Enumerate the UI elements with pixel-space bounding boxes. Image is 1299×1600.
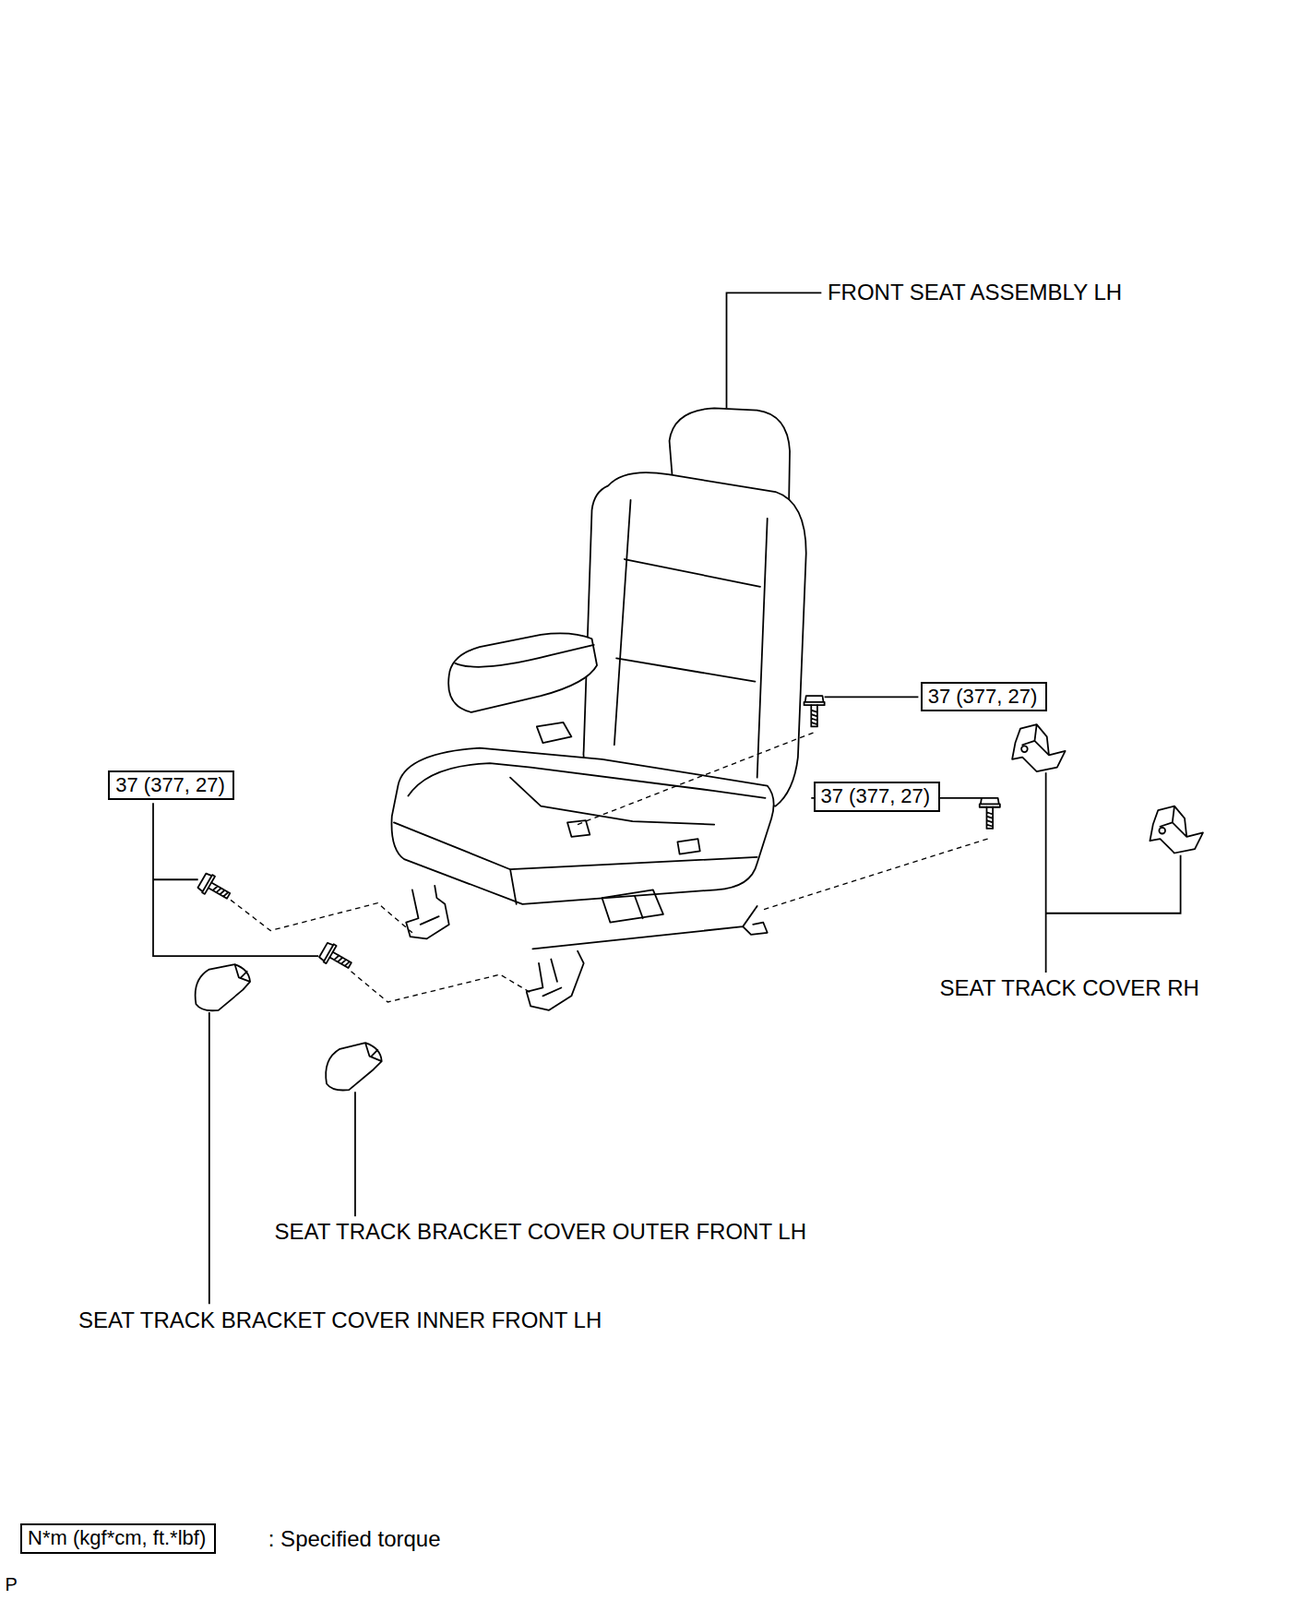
unit-legend-box: N*m (kgf*cm, ft.*lbf) — [20, 1523, 216, 1553]
power-seat-switch — [602, 889, 664, 922]
outer-bracket-cover — [325, 1042, 382, 1090]
seat-frame — [532, 905, 767, 949]
part-name: FRONT SEAT ASSEMBLY LH — [826, 279, 1123, 307]
seatback — [583, 472, 806, 807]
part-name: SEAT TRACK BRACKET COVER OUTER FRONT LH — [273, 1218, 808, 1246]
cushion-seam — [407, 762, 765, 824]
front-track-bracket — [405, 885, 449, 940]
page-code: P — [3, 1573, 18, 1596]
cover-hole — [1021, 745, 1028, 752]
leader-line — [824, 695, 919, 698]
bolt — [196, 871, 234, 906]
bolt-shaft — [986, 807, 993, 829]
torque-value: 37 (377, 27) — [928, 684, 1040, 709]
bolt — [318, 941, 356, 975]
leader-line — [208, 1012, 211, 1304]
seat-cushion — [391, 748, 774, 905]
cushion-buckle — [567, 820, 590, 837]
bolt — [979, 798, 1001, 829]
bolt-head — [804, 695, 825, 705]
torque-spec-box: 37 (377, 27) — [813, 781, 941, 811]
bolt-head — [979, 798, 1001, 808]
torque-spec-box: 37 (377, 27) — [920, 681, 1048, 712]
part-name: SEAT TRACK COVER RH — [939, 974, 1201, 1002]
seat-track-cover — [1012, 724, 1066, 772]
seatback-seam — [616, 559, 761, 682]
install-path — [761, 838, 989, 910]
front-track-bracket — [526, 951, 584, 1011]
torque-value: 37 (377, 27) — [115, 773, 227, 798]
leader-line — [1046, 772, 1181, 973]
leader-line — [354, 1091, 357, 1216]
switch-knob — [677, 838, 700, 855]
cushion-side — [393, 822, 758, 904]
bolt — [804, 695, 825, 727]
torque-value: N*m (kgf*cm, ft.*lbf) — [27, 1525, 209, 1550]
bolt-shaft — [329, 952, 351, 968]
armrest — [448, 632, 597, 713]
bolt-shaft — [208, 881, 230, 898]
install-path — [351, 971, 534, 1002]
bolt-shaft — [810, 704, 818, 727]
inner-bracket-cover — [195, 964, 251, 1011]
leader-line — [153, 802, 319, 956]
leader-line — [726, 292, 822, 408]
legend-note: : Specified torque — [267, 1525, 442, 1553]
install-path — [577, 732, 813, 825]
belt-buckle — [536, 722, 573, 743]
torque-spec-box: 37 (377, 27) — [107, 770, 235, 800]
torque-value: 37 (377, 27) — [821, 784, 933, 809]
install-path — [230, 899, 413, 932]
part-name: SEAT TRACK BRACKET COVER INNER FRONT LH — [77, 1307, 603, 1335]
cover-hole — [1158, 827, 1166, 835]
seatback-panel — [614, 500, 768, 778]
armrest-edge — [454, 644, 594, 668]
seat-track-cover — [1149, 806, 1204, 854]
